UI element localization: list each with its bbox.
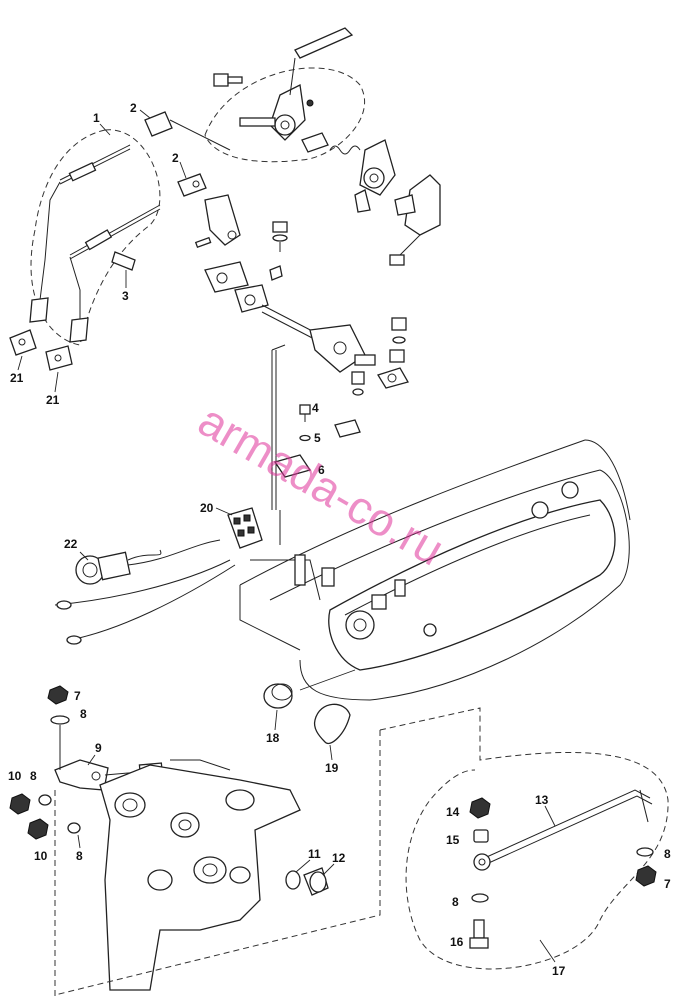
bolt-center bbox=[272, 221, 288, 252]
nut-7-right bbox=[635, 865, 657, 887]
cable-clip bbox=[111, 251, 136, 271]
callout-10-upper: 10 bbox=[8, 769, 22, 783]
bolt-bush-right bbox=[334, 317, 409, 438]
bolt-top bbox=[213, 73, 243, 87]
washer-5 bbox=[299, 434, 311, 442]
ring-11 bbox=[285, 870, 301, 890]
rod-vertical bbox=[271, 344, 286, 510]
cable-end-lower bbox=[177, 173, 207, 197]
socket-22 bbox=[54, 539, 236, 645]
throttle-cable bbox=[29, 144, 131, 323]
callout-18: 18 bbox=[266, 731, 280, 745]
callout-15: 15 bbox=[446, 833, 460, 847]
lever-plate bbox=[194, 194, 241, 249]
callout-17: 17 bbox=[552, 964, 566, 978]
lower-cowl bbox=[239, 439, 631, 701]
callout-1: 1 bbox=[93, 111, 100, 125]
callout-14: 14 bbox=[446, 805, 460, 819]
pin-and-spring bbox=[301, 99, 361, 155]
callout-8-top: 8 bbox=[80, 707, 87, 721]
callout-8-low: 8 bbox=[76, 849, 83, 863]
callout-6: 6 bbox=[318, 463, 325, 477]
callout-11: 11 bbox=[308, 847, 321, 861]
bracket-9 bbox=[54, 725, 109, 791]
cable-anchor-right bbox=[45, 345, 73, 371]
nut-10-lower bbox=[27, 818, 81, 840]
callout-13: 13 bbox=[535, 793, 549, 807]
callout-8-right: 8 bbox=[664, 847, 671, 861]
bolt-16 bbox=[469, 919, 489, 949]
washer-8-right bbox=[636, 847, 654, 857]
nut-14 bbox=[469, 797, 491, 819]
rod-13 bbox=[473, 789, 653, 871]
callout-10-lower: 10 bbox=[34, 849, 48, 863]
washer-8-top bbox=[50, 715, 70, 725]
bushing-12 bbox=[303, 867, 329, 896]
callout-7-left: 7 bbox=[74, 689, 81, 703]
callout-2-upper: 2 bbox=[130, 101, 137, 115]
callout-4: 4 bbox=[312, 401, 319, 415]
washer-8-rod bbox=[471, 893, 489, 903]
callout-7-right: 7 bbox=[664, 877, 671, 891]
callout-8-mid: 8 bbox=[30, 769, 37, 783]
group-17-outline bbox=[54, 707, 669, 996]
callout-8-rod: 8 bbox=[452, 895, 459, 909]
throttle-cam bbox=[354, 139, 396, 213]
shift-shaft bbox=[234, 284, 376, 373]
callout-21-left: 21 bbox=[10, 371, 24, 385]
grommet-19 bbox=[313, 703, 351, 745]
nut-7-left bbox=[47, 685, 69, 705]
callout-3: 3 bbox=[122, 289, 129, 303]
swivel-bracket bbox=[99, 759, 301, 991]
linkage-group-outline bbox=[204, 67, 366, 163]
callout-16: 16 bbox=[450, 935, 464, 949]
callout-9: 9 bbox=[95, 741, 102, 755]
connector-block-20 bbox=[227, 507, 263, 549]
callout-19: 19 bbox=[325, 761, 339, 775]
cable-anchor-left bbox=[9, 329, 37, 356]
plate-6 bbox=[273, 454, 312, 478]
grommet-18 bbox=[263, 683, 293, 709]
callout-5: 5 bbox=[314, 431, 321, 445]
callout-12: 12 bbox=[332, 851, 346, 865]
clamp-upper bbox=[204, 261, 283, 293]
nut-10-upper bbox=[9, 793, 52, 815]
shift-lever-top bbox=[239, 27, 354, 141]
callouts-top: 2 2 bbox=[130, 101, 187, 179]
callout-22: 22 bbox=[64, 537, 78, 551]
callout-21-right: 21 bbox=[46, 393, 60, 407]
screw-4 bbox=[299, 404, 311, 422]
spacer-15 bbox=[473, 829, 489, 843]
callout-2-lower: 2 bbox=[172, 151, 179, 165]
shift-cable bbox=[69, 204, 161, 343]
callout-20: 20 bbox=[200, 501, 214, 515]
watermark-text: armada-co.ru bbox=[190, 394, 453, 576]
bracket-right bbox=[389, 174, 441, 266]
cable-end-upper bbox=[144, 111, 231, 151]
